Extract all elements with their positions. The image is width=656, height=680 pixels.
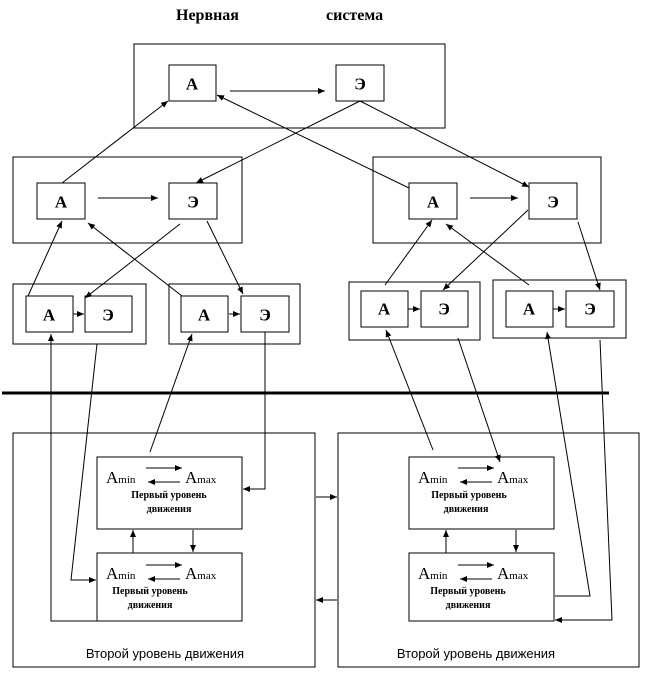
node-label: А	[43, 306, 56, 325]
first-level-box-right-top	[408, 456, 555, 530]
top-afferent-node	[168, 64, 217, 102]
mid-right-efferent-node	[528, 182, 578, 220]
first-level-line2: движения	[446, 600, 491, 611]
node-label: А	[55, 193, 68, 212]
node-label: А	[378, 300, 391, 319]
range-left-top: Amin Amax Первый уровень движения	[106, 468, 217, 515]
second-level-container-right	[337, 432, 640, 668]
node-label: А	[198, 306, 211, 325]
range-double-arrows	[146, 465, 494, 582]
second-level-container-left	[12, 432, 316, 668]
title-right: система	[326, 7, 383, 24]
low-container-3	[348, 281, 481, 341]
svg-text:Amin: Amin	[418, 468, 448, 487]
low4-efferent-node	[565, 290, 615, 328]
mid-left-container	[12, 156, 243, 244]
svg-text:Amin: Amin	[106, 564, 136, 583]
title-left: Нервная	[176, 7, 239, 24]
low3-efferent-node	[420, 290, 469, 328]
node-label: Э	[354, 75, 366, 94]
low-container-4	[492, 279, 627, 339]
first-level-line2: движения	[128, 600, 173, 611]
node-label: А	[523, 300, 536, 319]
first-level-box-right-bottom	[408, 552, 555, 622]
connection-arrows	[27, 88, 613, 623]
first-level-line1: Первый уровень	[431, 490, 507, 501]
node-label: А	[427, 193, 440, 212]
svg-text:Amin: Amin	[418, 564, 448, 583]
mid-left-afferent-node	[36, 182, 86, 220]
svg-text:Amax: Amax	[497, 564, 529, 583]
first-level-line1: Первый уровень	[112, 586, 188, 597]
mid-right-afferent-node	[408, 182, 458, 220]
node-label: Э	[259, 306, 271, 325]
first-level-box-left-bottom	[96, 552, 243, 622]
node-label: Э	[102, 306, 114, 325]
svg-text:Amax: Amax	[185, 468, 217, 487]
first-level-line2: движения	[147, 504, 192, 515]
node-label: Э	[438, 300, 450, 319]
first-level-line1: Первый уровень	[430, 586, 506, 597]
low-container-2	[168, 283, 301, 345]
range-left-bottom: Amin Amax Первый уровень движения	[106, 564, 217, 611]
svg-text:Amax: Amax	[185, 564, 217, 583]
first-level-box-left-top	[96, 456, 243, 530]
svg-text:Amax: Amax	[497, 468, 529, 487]
mid-left-efferent-node	[168, 182, 218, 220]
range-right-top: Amin Amax Первый уровень движения	[418, 468, 529, 515]
top-level-container	[133, 43, 446, 129]
low-container-1	[12, 283, 147, 345]
node-label: А	[186, 75, 199, 94]
range-right-bottom: Amin Amax Первый уровень движения	[418, 564, 529, 611]
first-level-line2: движения	[444, 504, 489, 515]
first-level-line1: Первый уровень	[131, 490, 207, 501]
node-label: Э	[187, 193, 199, 212]
low2-afferent-node	[180, 295, 229, 333]
second-level-label-right: Второй уровень движения	[397, 646, 555, 661]
node-label: Э	[547, 193, 559, 212]
second-level-label-left: Второй уровень движения	[86, 646, 244, 661]
low1-efferent-node	[84, 295, 133, 333]
mid-right-container	[372, 156, 602, 244]
svg-text:Amin: Amin	[106, 468, 136, 487]
node-label: Э	[584, 300, 596, 319]
